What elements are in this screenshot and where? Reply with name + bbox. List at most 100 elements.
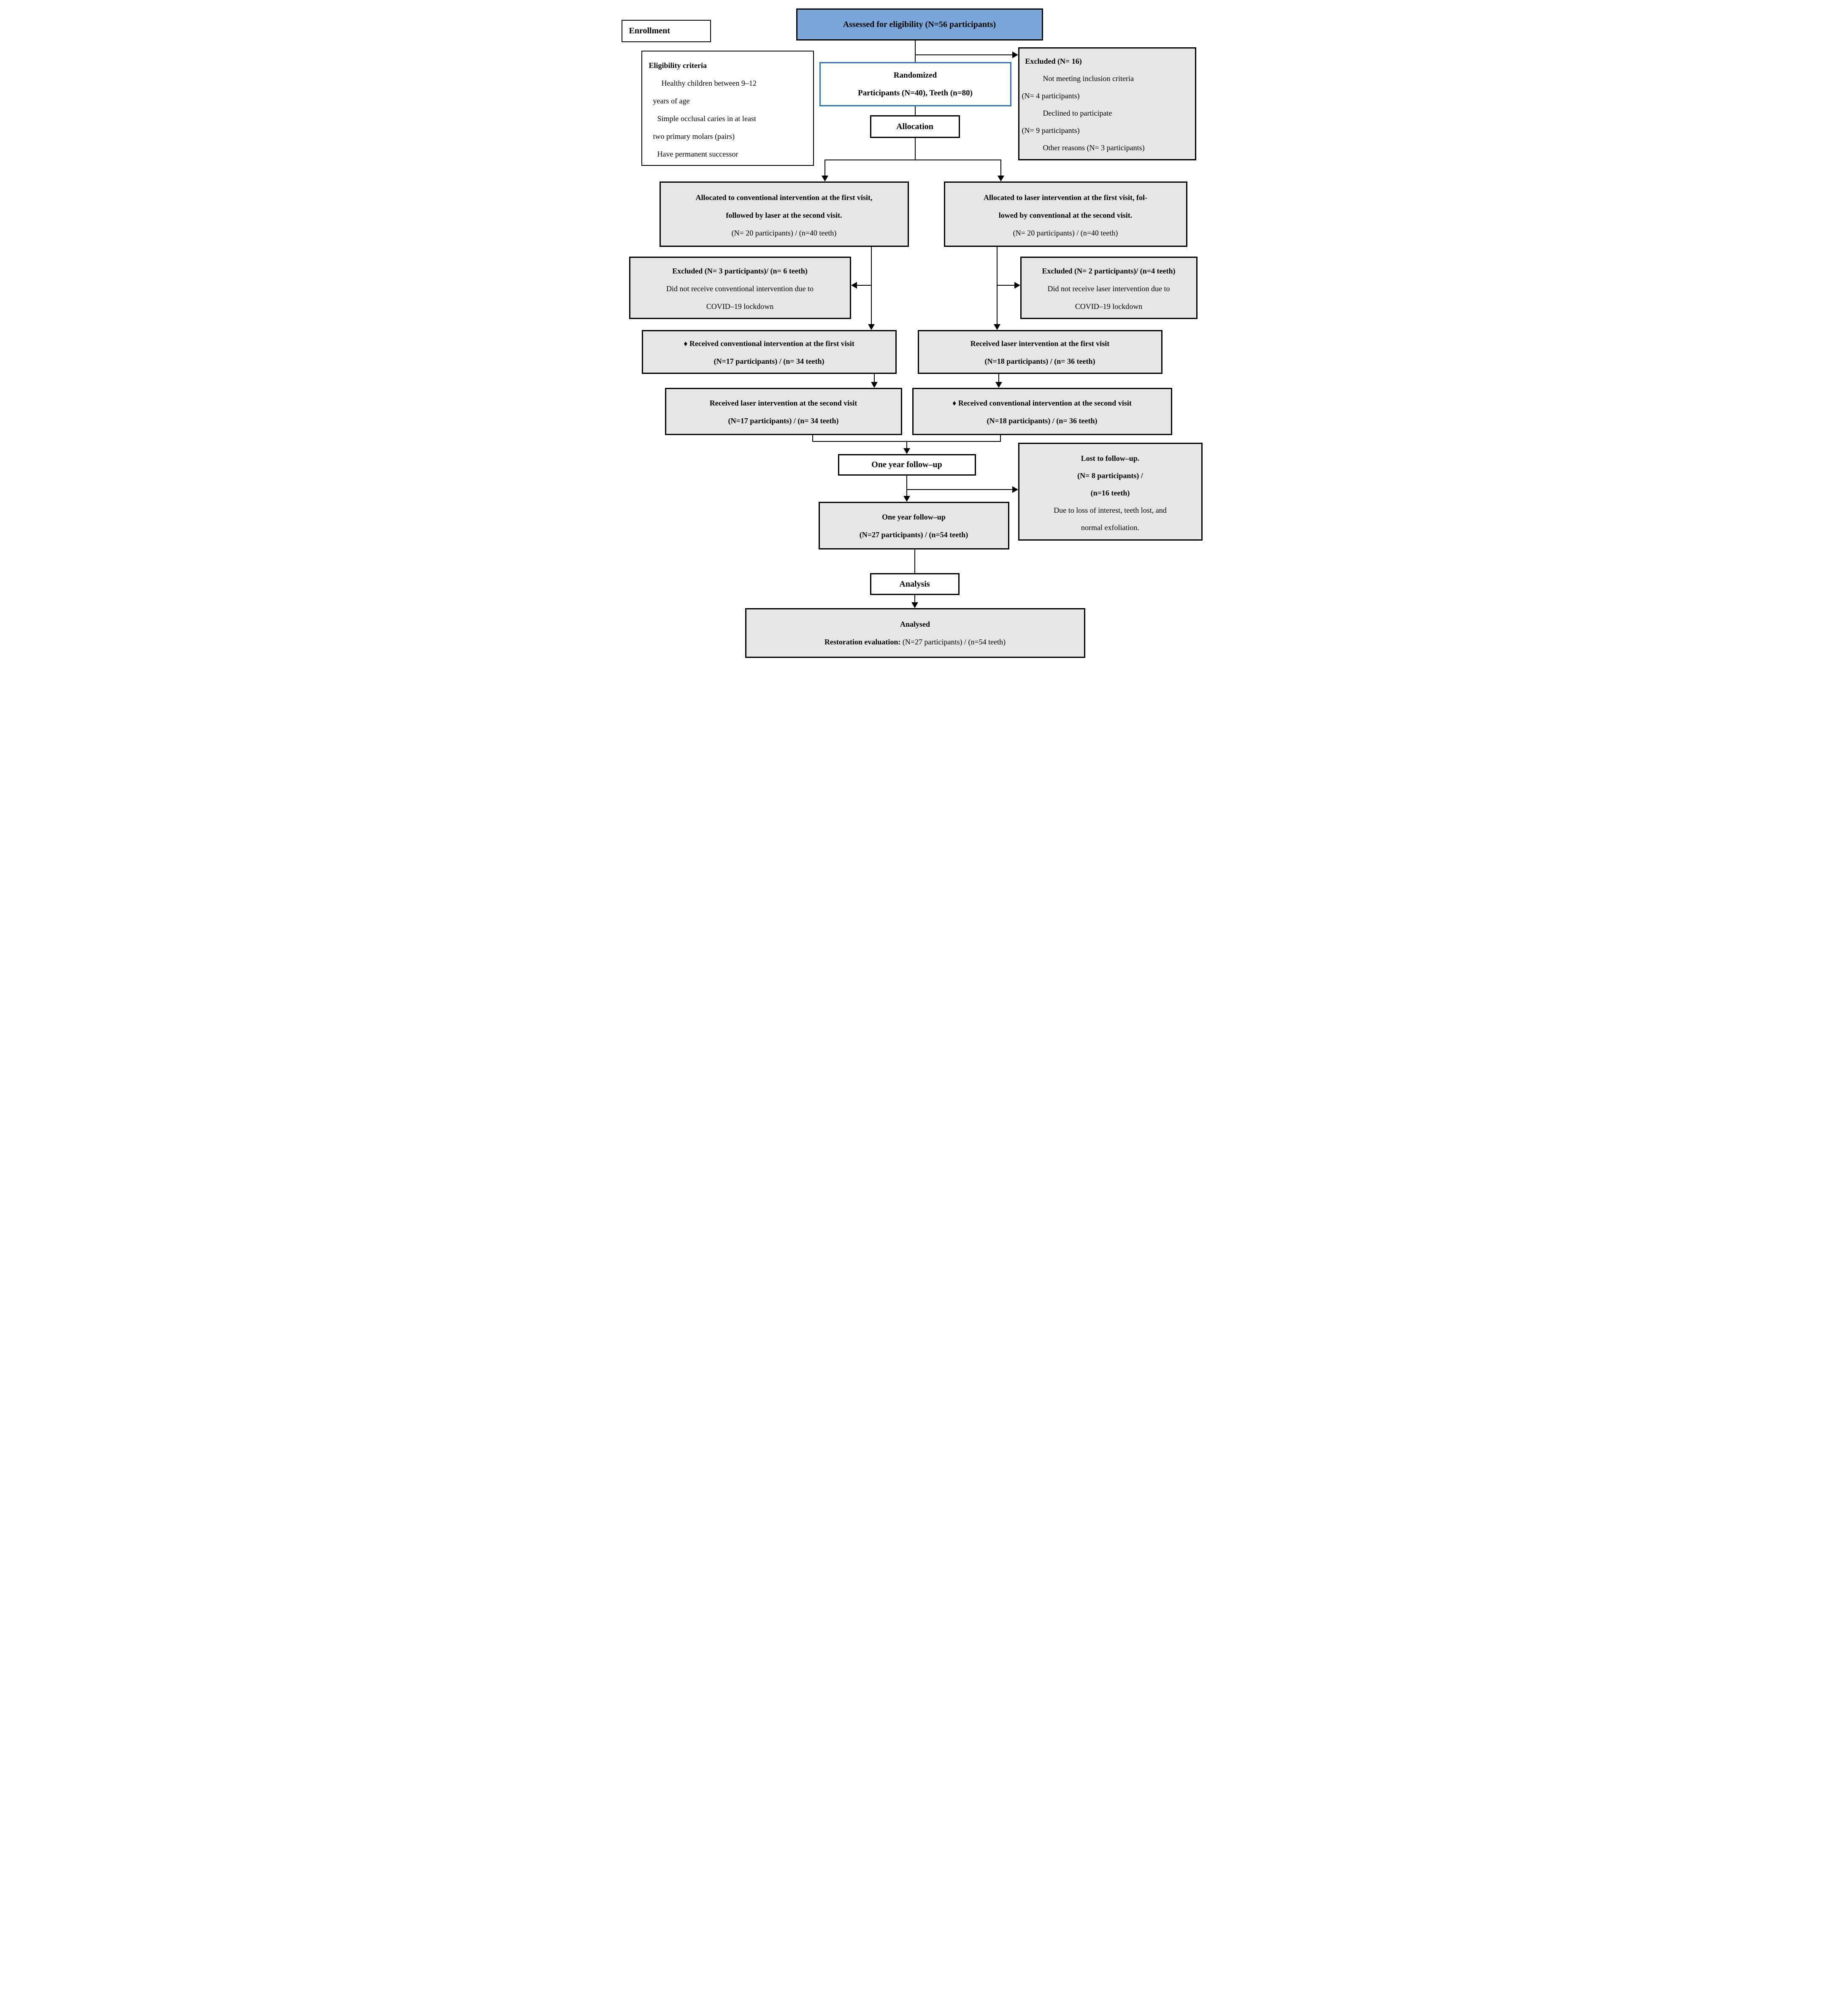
connector-to-excluded-enrollment bbox=[914, 54, 1013, 55]
box-received-conventional-second: ♦ Received conventional intervention at … bbox=[912, 388, 1172, 435]
arrowhead-followup-label bbox=[903, 448, 910, 454]
box-excluded-enrollment: Excluded (N= 16) Not meeting inclusion c… bbox=[1018, 47, 1196, 160]
analysed-detail: Restoration evaluation: (N=27 participan… bbox=[746, 633, 1084, 651]
received-text: ♦ Received conventional intervention at … bbox=[952, 399, 1132, 407]
eligibility-title: Eligibility criteria bbox=[649, 61, 707, 70]
box-excluded-conventional: Excluded (N= 3 participants)/ (n= 6 teet… bbox=[629, 257, 851, 319]
excluded-reason: Did not receive conventional interventio… bbox=[666, 284, 814, 293]
arrowhead-lost-followup bbox=[1012, 486, 1018, 493]
connector-to-excluded-laser bbox=[996, 285, 1015, 286]
arrowhead-followup-result bbox=[903, 496, 910, 502]
arrowhead-received-conv-first bbox=[868, 324, 875, 330]
connector-join-left bbox=[812, 435, 813, 442]
box-allocation: Allocation bbox=[870, 115, 960, 138]
connector-allocation-to-split bbox=[914, 138, 916, 160]
arrowhead-received-laser-second bbox=[870, 382, 878, 388]
box-analysed: Analysed Restoration evaluation: (N=27 p… bbox=[745, 608, 1085, 658]
arrowhead-excluded-conventional bbox=[851, 282, 857, 289]
excluded-reason: Not meeting inclusion criteria bbox=[1043, 74, 1134, 83]
connector-alloc-right-down bbox=[996, 247, 998, 325]
arrowhead-received-conv-second bbox=[995, 382, 1002, 388]
eligibility-criterion: years of age bbox=[653, 97, 690, 105]
box-one-year-followup-result: One year follow–up (N=27 participants) /… bbox=[818, 502, 1009, 549]
arrowhead-alloc-laser bbox=[997, 176, 1004, 181]
alloc-text: followed by laser at the second visit. bbox=[726, 211, 842, 219]
arrowhead-excluded-enrollment bbox=[1012, 51, 1018, 58]
box-enrollment: Enrollment bbox=[621, 20, 711, 42]
connector-to-followup-label bbox=[906, 441, 907, 449]
lost-reason: normal exfoliation. bbox=[1081, 523, 1139, 532]
excluded-count: (N= 9 participants) bbox=[1022, 126, 1080, 135]
arrowhead-alloc-conventional bbox=[821, 176, 828, 181]
received-text: ♦ Received conventional intervention at … bbox=[684, 339, 854, 348]
lost-title: Lost to follow–up. bbox=[1081, 454, 1140, 463]
box-analysis: Analysis bbox=[870, 573, 960, 595]
eligibility-criterion: two primary molars (pairs) bbox=[653, 132, 735, 141]
received-text: Received laser intervention at the first… bbox=[970, 339, 1110, 348]
excluded-reason: COVID–19 lockdown bbox=[1075, 302, 1143, 311]
enrollment-label: Enrollment bbox=[629, 26, 670, 35]
consort-flow-diagram: Enrollment Assessed for eligibility (N=5… bbox=[614, 0, 1227, 672]
alloc-counts: (N= 20 participants) / (n=40 teeth) bbox=[731, 229, 837, 237]
alloc-text: lowed by conventional at the second visi… bbox=[998, 211, 1133, 219]
received-counts: (N=18 participants) / (n= 36 teeth) bbox=[987, 417, 1098, 425]
connector-alloc-left-down bbox=[870, 247, 872, 325]
excluded-reason: Declined to participate bbox=[1043, 109, 1112, 117]
randomized-title: Randomized bbox=[893, 71, 937, 80]
box-assessed-eligibility: Assessed for eligibility (N=56 participa… bbox=[796, 8, 1043, 41]
analysed-detail-value: (N=27 participants) / (n=54 teeth) bbox=[900, 638, 1006, 646]
excluded-title: Excluded (N= 3 participants)/ (n= 6 teet… bbox=[672, 267, 808, 275]
box-lost-to-followup: Lost to follow–up. (N= 8 participants) /… bbox=[1018, 443, 1203, 541]
box-received-conventional-first: ♦ Received conventional intervention at … bbox=[641, 330, 897, 374]
received-text: Received laser intervention at the secon… bbox=[709, 399, 857, 407]
one-year-label-text: One year follow–up bbox=[871, 460, 942, 469]
box-allocated-laser-first: Allocated to laser intervention at the f… bbox=[943, 181, 1187, 247]
excluded-title: Excluded (N= 2 participants)/ (n=4 teeth… bbox=[1042, 267, 1176, 275]
connector-first-to-second-left bbox=[873, 374, 875, 383]
connector-randomized-to-allocation bbox=[914, 106, 916, 115]
arrowhead-excluded-laser bbox=[1014, 282, 1020, 289]
one-year-result-counts: (N=27 participants) / (n=54 teeth) bbox=[859, 530, 968, 539]
analysis-label: Analysis bbox=[899, 579, 930, 589]
connector-to-analysis bbox=[914, 549, 915, 573]
received-counts: (N=17 participants) / (n= 34 teeth) bbox=[728, 417, 839, 425]
connector-join-right bbox=[1000, 435, 1001, 442]
arrowhead-analysed bbox=[911, 602, 918, 608]
one-year-result-title: One year follow–up bbox=[882, 513, 946, 521]
excluded-reason: COVID–19 lockdown bbox=[706, 302, 774, 311]
received-counts: (N=18 participants) / (n= 36 teeth) bbox=[984, 357, 1095, 365]
box-eligibility-criteria: Eligibility criteria Healthy children be… bbox=[641, 51, 814, 166]
lost-count: (n=16 teeth) bbox=[1090, 489, 1130, 497]
received-counts: (N=17 participants) / (n= 34 teeth) bbox=[714, 357, 825, 365]
excluded-reason: Other reasons (N= 3 participants) bbox=[1043, 143, 1145, 152]
connector-analysis-down bbox=[914, 595, 915, 603]
excluded-count: (N= 4 participants) bbox=[1022, 92, 1080, 100]
alloc-text: Allocated to conventional intervention a… bbox=[695, 193, 873, 202]
arrowhead-received-laser-first bbox=[993, 324, 1000, 330]
connector-split-right bbox=[1000, 160, 1001, 176]
eligibility-criterion: Simple occlusal caries in at least bbox=[657, 114, 756, 123]
box-received-laser-first: Received laser intervention at the first… bbox=[917, 330, 1162, 374]
assessed-label: Assessed for eligibility (N=56 participa… bbox=[843, 19, 996, 29]
connector-to-excluded-conventional bbox=[857, 285, 872, 286]
excluded-enrollment-title: Excluded (N= 16) bbox=[1025, 57, 1082, 65]
allocation-label: Allocation bbox=[896, 122, 933, 131]
alloc-text: Allocated to laser intervention at the f… bbox=[983, 193, 1148, 202]
box-allocated-conventional-first: Allocated to conventional intervention a… bbox=[659, 181, 909, 247]
eligibility-criterion: Healthy children between 9–12 bbox=[661, 79, 757, 87]
analysed-detail-label: Restoration evaluation: bbox=[824, 638, 901, 646]
lost-count: (N= 8 participants) / bbox=[1077, 471, 1143, 480]
randomized-counts: Participants (N=40), Teeth (n=80) bbox=[858, 89, 973, 97]
connector-followup-down bbox=[906, 476, 907, 497]
alloc-counts: (N= 20 participants) / (n=40 teeth) bbox=[1013, 229, 1118, 237]
connector-assessed-to-randomized bbox=[914, 41, 916, 62]
box-excluded-laser: Excluded (N= 2 participants)/ (n=4 teeth… bbox=[1020, 257, 1198, 319]
analysed-title: Analysed bbox=[900, 620, 930, 628]
box-one-year-followup-label: One year follow–up bbox=[838, 454, 976, 476]
lost-reason: Due to loss of interest, teeth lost, and bbox=[1054, 506, 1167, 514]
connector-first-to-second-right bbox=[998, 374, 999, 383]
eligibility-criterion: Have permanent successor bbox=[657, 150, 738, 158]
box-randomized: Randomized Participants (N=40), Teeth (n… bbox=[819, 62, 1011, 106]
connector-to-lost-followup bbox=[906, 489, 1013, 490]
box-received-laser-second: Received laser intervention at the secon… bbox=[665, 388, 902, 435]
